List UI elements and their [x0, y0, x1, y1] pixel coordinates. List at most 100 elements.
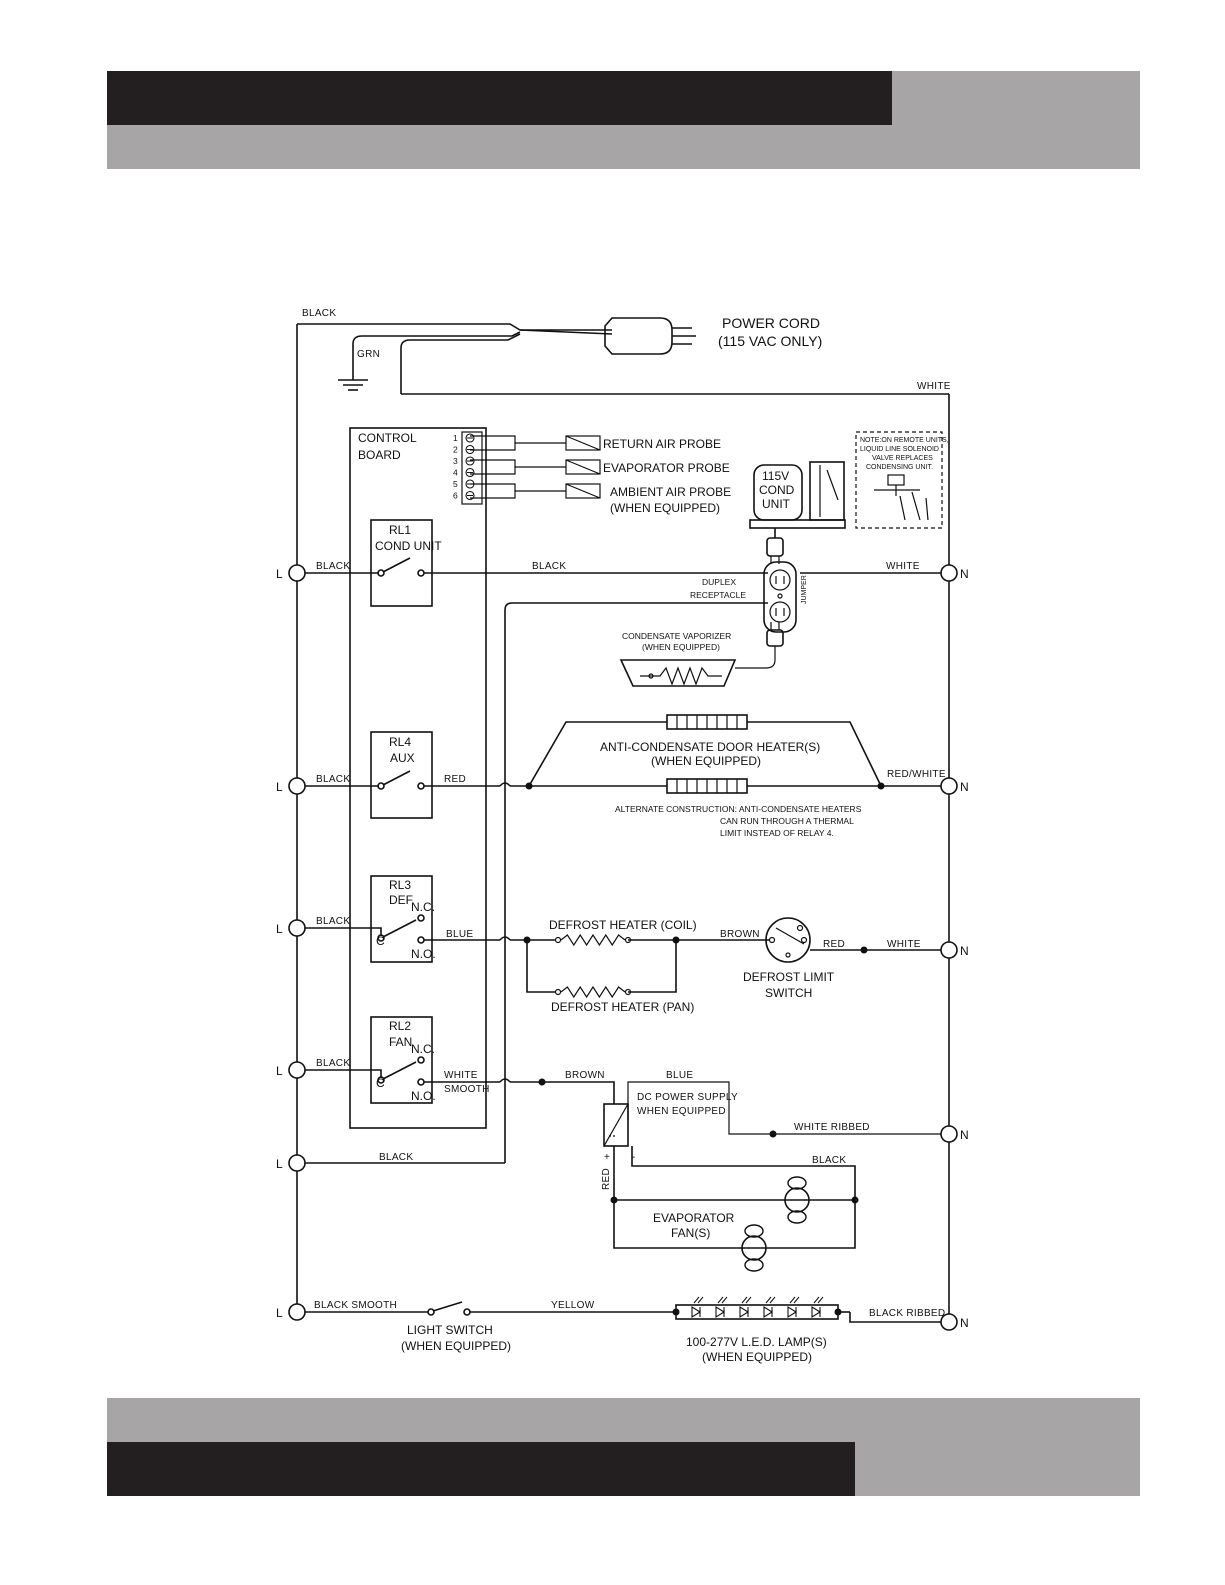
- defrost-limit-label-1: DEFROST LIMIT: [743, 970, 835, 984]
- evaporator-fans: BLACK EVAPORATOR FAN(S): [610, 1146, 859, 1272]
- row-rl1: RL1 COND UNIT BLACK BLACK WHITE: [297, 519, 949, 607]
- control-board-label-2: BOARD: [358, 448, 401, 462]
- cond-unit-label-2: COND: [759, 483, 795, 497]
- duplex-label-2: RECEPTACLE: [690, 590, 746, 600]
- evaporator-fan-icon-2: [741, 1224, 767, 1272]
- rl2-smooth-label: SMOOTH: [444, 1084, 490, 1095]
- line-terminal-label: L: [276, 1306, 283, 1320]
- neutral-terminal-label: N: [960, 1128, 969, 1142]
- led-ray: [769, 1296, 776, 1304]
- defrost-limit-label-2: SWITCH: [765, 986, 812, 1000]
- condensate-vaporizer: CONDENSATE VAPORIZER (WHEN EQUIPPED): [619, 631, 737, 687]
- duplex-feed-wire: [504, 602, 768, 1163]
- line-terminal-label: L: [276, 780, 283, 794]
- rl3-brown-label: BROWN: [720, 929, 760, 940]
- relay-rl4: [370, 731, 433, 819]
- power-cord: BLACK GRN WHITE POWER CORD (115 VAC ONLY…: [297, 308, 950, 395]
- alternate-line-1: ALTERNATE CONSTRUCTION: ANTI-CONDENSATE …: [615, 804, 862, 814]
- white-ribbed-label: WHITE RIBBED: [794, 1122, 870, 1133]
- line-terminal-icon: [288, 777, 306, 795]
- return-air-probe-icon: [565, 435, 601, 451]
- rl2-black-label: BLACK: [316, 1058, 350, 1069]
- led-diode-icon: [739, 1306, 750, 1318]
- neutral-terminal-label: N: [960, 780, 969, 794]
- relay-rl1-name: RL1: [389, 523, 411, 537]
- line-terminal-label: L: [276, 922, 283, 936]
- terminal-pin-number: 4: [453, 468, 458, 478]
- rl1-black-label: BLACK: [316, 561, 350, 572]
- neutral-terminal-icon: [940, 1125, 958, 1143]
- led-ray: [717, 1296, 724, 1304]
- alternate-line-3: LIMIT INSTEAD OF RELAY 4.: [720, 828, 834, 838]
- neutral-terminal-icon: [940, 941, 958, 959]
- compressor-icon: [753, 464, 803, 521]
- led-ray: [817, 1296, 824, 1304]
- duplex-receptacle: DUPLEX RECEPTACLE JUMPER: [690, 561, 808, 669]
- alternate-line-2: CAN RUN THROUGH A THERMAL: [720, 816, 854, 826]
- row-rl3: RL3 DEF N.C. C N.O. BLACK BLU: [297, 875, 949, 1014]
- row-rl2: RL2 FAN N.C. C N.O. BLACK WHITE SMOOTH B…: [297, 1016, 949, 1190]
- power-cord-label: POWER CORD: [722, 315, 820, 331]
- duplex-label-1: DUPLEX: [702, 577, 736, 587]
- line-terminal-icon: [288, 1303, 306, 1321]
- dc-plus: +: [604, 1152, 610, 1163]
- evap-fan-label-1: EVAPORATOR: [653, 1211, 735, 1225]
- dc-supply-label-1: DC POWER SUPPLY: [637, 1092, 738, 1103]
- line-terminal-icon: [288, 919, 306, 937]
- relay-rl4-func: AUX: [390, 751, 415, 765]
- vaporizer-label-1: CONDENSATE VAPORIZER: [622, 631, 731, 641]
- relay-rl3: [370, 875, 433, 963]
- rl2-brown-label: BROWN: [565, 1070, 605, 1081]
- light-switch-label: LIGHT SWITCH: [407, 1323, 493, 1337]
- led-diode-icon: [787, 1306, 798, 1318]
- defrost-coil-label: DEFROST HEATER (COIL): [549, 918, 697, 932]
- plug-icon: [604, 317, 673, 355]
- neutral-terminal-label: N: [960, 944, 969, 958]
- led-ray: [721, 1296, 728, 1304]
- footer-dark-band: [107, 1442, 855, 1496]
- rl3-red-label: RED: [823, 939, 845, 950]
- light-switch-when-equipped: (WHEN EQUIPPED): [401, 1339, 511, 1353]
- condensing-unit: 115V COND UNIT: [749, 461, 846, 564]
- relay-rl2-no: N.O.: [411, 1089, 436, 1103]
- resistor-end: [554, 988, 562, 996]
- line-terminal-label: L: [276, 1064, 283, 1078]
- relay-rl2-func: FAN: [389, 1035, 412, 1049]
- rl3-white-label: WHITE: [887, 939, 921, 950]
- light-black-smooth-label: BLACK SMOOTH: [314, 1300, 397, 1311]
- cond-plug-icon: [766, 537, 784, 557]
- neutral-terminal-icon: [940, 564, 958, 582]
- relay-rl3-no: N.O.: [411, 947, 436, 961]
- rl1-black-label-2: BLACK: [532, 561, 566, 572]
- terminal-block: [461, 431, 483, 505]
- relay-rl2-nc: N.C.: [411, 1042, 435, 1056]
- evaporator-probe-icon: [565, 459, 601, 475]
- dc-red-label: RED: [601, 1168, 612, 1190]
- resistor-zigzag-icon: [560, 933, 626, 947]
- header-dark-band: [107, 71, 892, 125]
- note-line-3: VALVE REPLACES: [872, 455, 933, 462]
- terminal-pin-number: 6: [453, 491, 458, 501]
- terminal-pin-number: 3: [453, 456, 458, 466]
- relay-rl2: [370, 1016, 433, 1104]
- dc-minus: -: [632, 1152, 636, 1163]
- control-board-label: CONTROL: [358, 431, 417, 445]
- door-heater-when-equipped: (WHEN EQUIPPED): [651, 754, 761, 768]
- led-ray: [793, 1296, 800, 1304]
- led-diode-icon: [811, 1306, 822, 1318]
- power-cord-voltage: (115 VAC ONLY): [718, 333, 822, 349]
- led-lamp-when-equipped: (WHEN EQUIPPED): [702, 1350, 812, 1364]
- led-ray: [765, 1296, 772, 1304]
- line-terminal-icon: [288, 1061, 306, 1079]
- neutral-terminal-label: N: [960, 567, 969, 581]
- relay-rl4-name: RL4: [389, 735, 411, 749]
- relay-rl1: [370, 519, 433, 607]
- led-diode-icon: [715, 1306, 726, 1318]
- rl4-red-label: RED: [444, 774, 466, 785]
- relay-rl3-func: DEF: [389, 893, 413, 907]
- cond-unit-label-1: 115V: [762, 469, 789, 483]
- relay-rl3-name: RL3: [389, 878, 411, 892]
- rl3-blue-label: BLUE: [446, 929, 473, 940]
